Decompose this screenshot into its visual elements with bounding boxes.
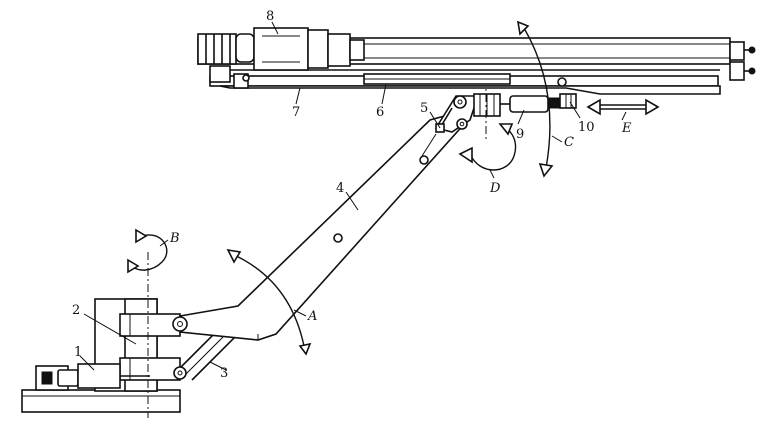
label-part-4: 4 [336,181,344,196]
label-part-9: 9 [516,127,524,142]
motion-arrow-B [127,228,168,274]
label-part-6: 6 [376,105,384,120]
label-motion-E: E [621,121,632,136]
label-part-5: 5 [420,101,428,116]
boom-arm [172,113,468,341]
motion-arrow-D [458,123,517,171]
label-part-2: 2 [72,303,80,318]
slewing-column [94,298,181,392]
motion-arrow-A [226,248,312,356]
motion-arrow-E [586,98,660,116]
rock-drill [197,27,365,71]
label-motion-C: C [564,135,574,150]
label-motion-A: A [307,309,317,324]
slewing-cylinder [35,363,150,391]
label-part-7: 7 [292,105,300,120]
label-part-3: 3 [220,366,228,381]
leader-lines [79,21,627,371]
label-motion-B: B [169,231,180,246]
label-part-10: 10 [578,120,595,135]
base-platform [21,389,181,413]
label-part-8: 8 [266,9,274,24]
motion-arrow-C [516,20,554,178]
feed-beam [209,65,721,95]
label-motion-D: D [489,181,501,196]
pivot-cylinder [473,93,577,117]
label-part-1: 1 [74,345,82,360]
